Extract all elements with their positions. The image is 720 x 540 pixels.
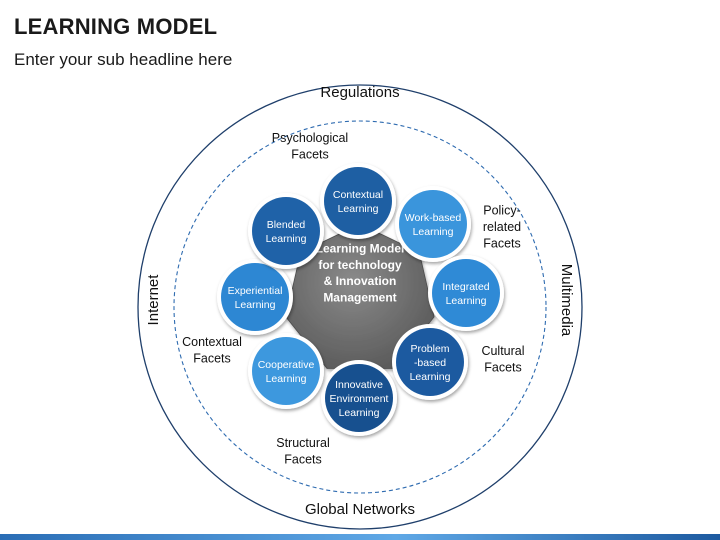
internet-label: Internet bbox=[145, 274, 162, 326]
text-line: Cultural bbox=[481, 344, 524, 358]
center-label: Learning Model for technology & Innovation… bbox=[316, 242, 405, 305]
text-line: Learning Model bbox=[316, 242, 405, 256]
text-line: Learning bbox=[266, 233, 307, 245]
slide-subtitle: Enter your sub headline here bbox=[14, 50, 233, 69]
node-circle bbox=[221, 263, 289, 331]
text-line: Environment bbox=[330, 393, 389, 405]
text-line: Learning bbox=[410, 371, 451, 383]
node-circle bbox=[396, 328, 464, 396]
text-line: related bbox=[483, 220, 521, 234]
text-line: Learning bbox=[235, 299, 276, 311]
text-line: Innovative bbox=[335, 379, 383, 391]
node-circle bbox=[432, 259, 500, 327]
text-line: Blended bbox=[267, 219, 306, 231]
text-line: for technology bbox=[318, 258, 402, 272]
text-line: Learning bbox=[413, 226, 454, 238]
text-line: Contextual bbox=[182, 335, 242, 349]
text-line: Facets bbox=[284, 452, 322, 466]
regulations-label: Regulations bbox=[320, 84, 399, 101]
text-line: Learning bbox=[339, 407, 380, 419]
text-line: Learning bbox=[446, 295, 487, 307]
text-line: -based bbox=[414, 357, 446, 369]
node-circle bbox=[252, 337, 320, 405]
dashed-ring bbox=[173, 120, 547, 494]
text-line: Facets bbox=[291, 147, 329, 161]
multimedia-label: Multimedia bbox=[558, 264, 575, 337]
text-line: Integrated bbox=[442, 281, 489, 293]
outer-ring bbox=[137, 84, 583, 530]
node-circle bbox=[325, 364, 393, 432]
text-line: Problem bbox=[410, 343, 449, 355]
text-line: Contextual bbox=[333, 189, 383, 201]
text-line: Psychological bbox=[272, 131, 348, 145]
slide-title: LEARNING MODEL bbox=[14, 14, 218, 39]
text-line: Learning bbox=[266, 373, 307, 385]
node-circle bbox=[324, 167, 392, 235]
node-circle bbox=[399, 190, 467, 258]
text-line: Experiential bbox=[228, 285, 283, 297]
text-line: & Innovation bbox=[324, 274, 397, 288]
text-line: Facets bbox=[484, 360, 522, 374]
global-networks-label: Global Networks bbox=[305, 501, 415, 518]
node-circle bbox=[252, 197, 320, 265]
text-line: Facets bbox=[483, 237, 521, 251]
text-line: Structural bbox=[276, 436, 330, 450]
text-line: Work-based bbox=[405, 212, 462, 224]
text-line: Learning bbox=[338, 203, 379, 215]
text-line: Cooperative bbox=[258, 359, 315, 371]
bottom-accent-bar bbox=[0, 534, 720, 540]
text-line: Policy- bbox=[483, 204, 521, 218]
text-line: Facets bbox=[193, 351, 231, 365]
text-line: Management bbox=[323, 290, 396, 304]
